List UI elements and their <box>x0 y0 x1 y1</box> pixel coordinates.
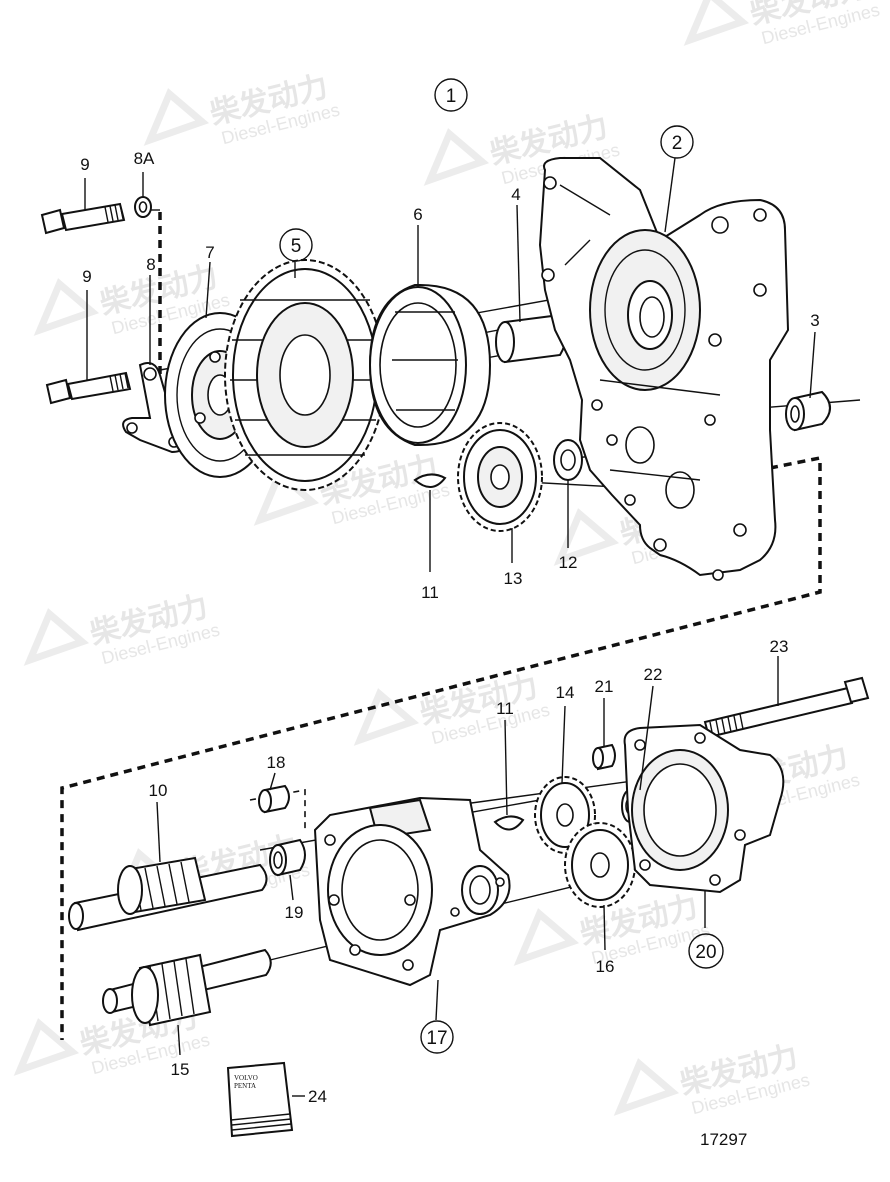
watermark-8: 柴发动力 Diesel-Engines <box>353 669 552 748</box>
watermark-logo-icon <box>613 1058 680 1116</box>
label-24: 24 <box>308 1087 327 1106</box>
pump-body-17 <box>313 796 511 987</box>
watermark-13: 柴发动力 Diesel-Engines <box>613 1039 812 1118</box>
key-11-upper <box>413 473 447 488</box>
bush-19 <box>269 838 306 877</box>
label-5: 5 <box>291 236 302 257</box>
bush-18 <box>258 784 290 814</box>
label-19: 19 <box>285 903 304 922</box>
label-4: 4 <box>511 185 520 204</box>
label-14: 14 <box>556 683 575 702</box>
circle-17 <box>420 1020 454 1054</box>
watermark-logo-icon <box>143 88 210 146</box>
washer-12 <box>553 439 583 481</box>
label-13: 13 <box>504 569 523 588</box>
plain-labels: 9 8A 9 8 7 6 4 3 11 13 12 23 21 22 14 11… <box>80 149 819 1106</box>
label-20: 20 <box>695 942 716 963</box>
circle-20 <box>688 933 724 969</box>
watermark-logo-icon <box>353 688 420 746</box>
watermark-layer: 柴发动力 Diesel-Engines 柴发动力 Diesel-Engines … <box>13 0 882 1118</box>
small-gear-13 <box>457 422 543 532</box>
circle-1 <box>434 78 468 112</box>
watermark-logo-icon <box>553 508 620 566</box>
label-7: 7 <box>205 243 214 262</box>
pump-cover-20 <box>623 723 785 894</box>
label-1: 1 <box>446 86 457 107</box>
watermark-logo-icon <box>23 608 90 666</box>
watermark-logo-icon <box>33 278 100 336</box>
driven-shaft-gear-15 <box>102 948 272 1027</box>
figure-number: 17297 <box>700 1130 747 1149</box>
watermark-logo-icon <box>423 128 490 186</box>
bolt-9-lower <box>45 371 132 405</box>
label-18: 18 <box>267 753 286 772</box>
key-11-lower <box>493 815 525 831</box>
manual-label-line1: VOLVO <box>234 1074 258 1082</box>
watermark-7: 柴发动力 Diesel-Engines <box>23 589 222 668</box>
gear-16 <box>564 822 636 908</box>
manual-booklet-24: VOLVO PENTA <box>226 1061 294 1138</box>
long-bolt-23 <box>703 676 870 739</box>
label-10: 10 <box>149 781 168 800</box>
circle-5 <box>279 228 313 262</box>
leader-lines <box>84 157 816 1097</box>
label-17: 17 <box>426 1028 447 1049</box>
sleeve-ring-6 <box>368 284 492 446</box>
watermark-1: 柴发动力 Diesel-Engines <box>143 69 342 148</box>
label-11-lower: 11 <box>496 699 514 718</box>
assembly-boundary <box>60 212 822 1040</box>
label-8a: 8A <box>134 149 155 168</box>
watermark-logo-icon <box>13 1018 80 1076</box>
label-23: 23 <box>770 637 789 656</box>
label-9-upper: 9 <box>80 155 89 174</box>
label-16: 16 <box>596 957 615 976</box>
manual-label-line2: PENTA <box>234 1082 256 1090</box>
pump-housing-2 <box>538 157 790 581</box>
circled-labels: 1 2 5 17 20 <box>279 78 724 1054</box>
watermark-logo-icon <box>683 0 750 46</box>
label-9-lower: 9 <box>82 267 91 286</box>
bush-21 <box>592 743 616 771</box>
label-11-upper: 11 <box>421 583 439 602</box>
label-2: 2 <box>672 133 683 154</box>
circle-2 <box>660 125 694 159</box>
bolt-9-upper <box>40 196 152 235</box>
label-15: 15 <box>171 1060 190 1079</box>
label-12: 12 <box>559 553 578 572</box>
label-3: 3 <box>810 311 819 330</box>
watermark-logo-icon <box>513 908 580 966</box>
watermark-3: 柴发动力 Diesel-Engines <box>683 0 882 48</box>
label-21: 21 <box>595 677 614 696</box>
drive-shaft-gear-10 <box>68 856 268 932</box>
label-6: 6 <box>413 205 422 224</box>
label-22: 22 <box>644 665 663 684</box>
label-8: 8 <box>146 255 155 274</box>
bushing-3 <box>785 390 831 432</box>
large-gear-5 <box>224 259 386 491</box>
